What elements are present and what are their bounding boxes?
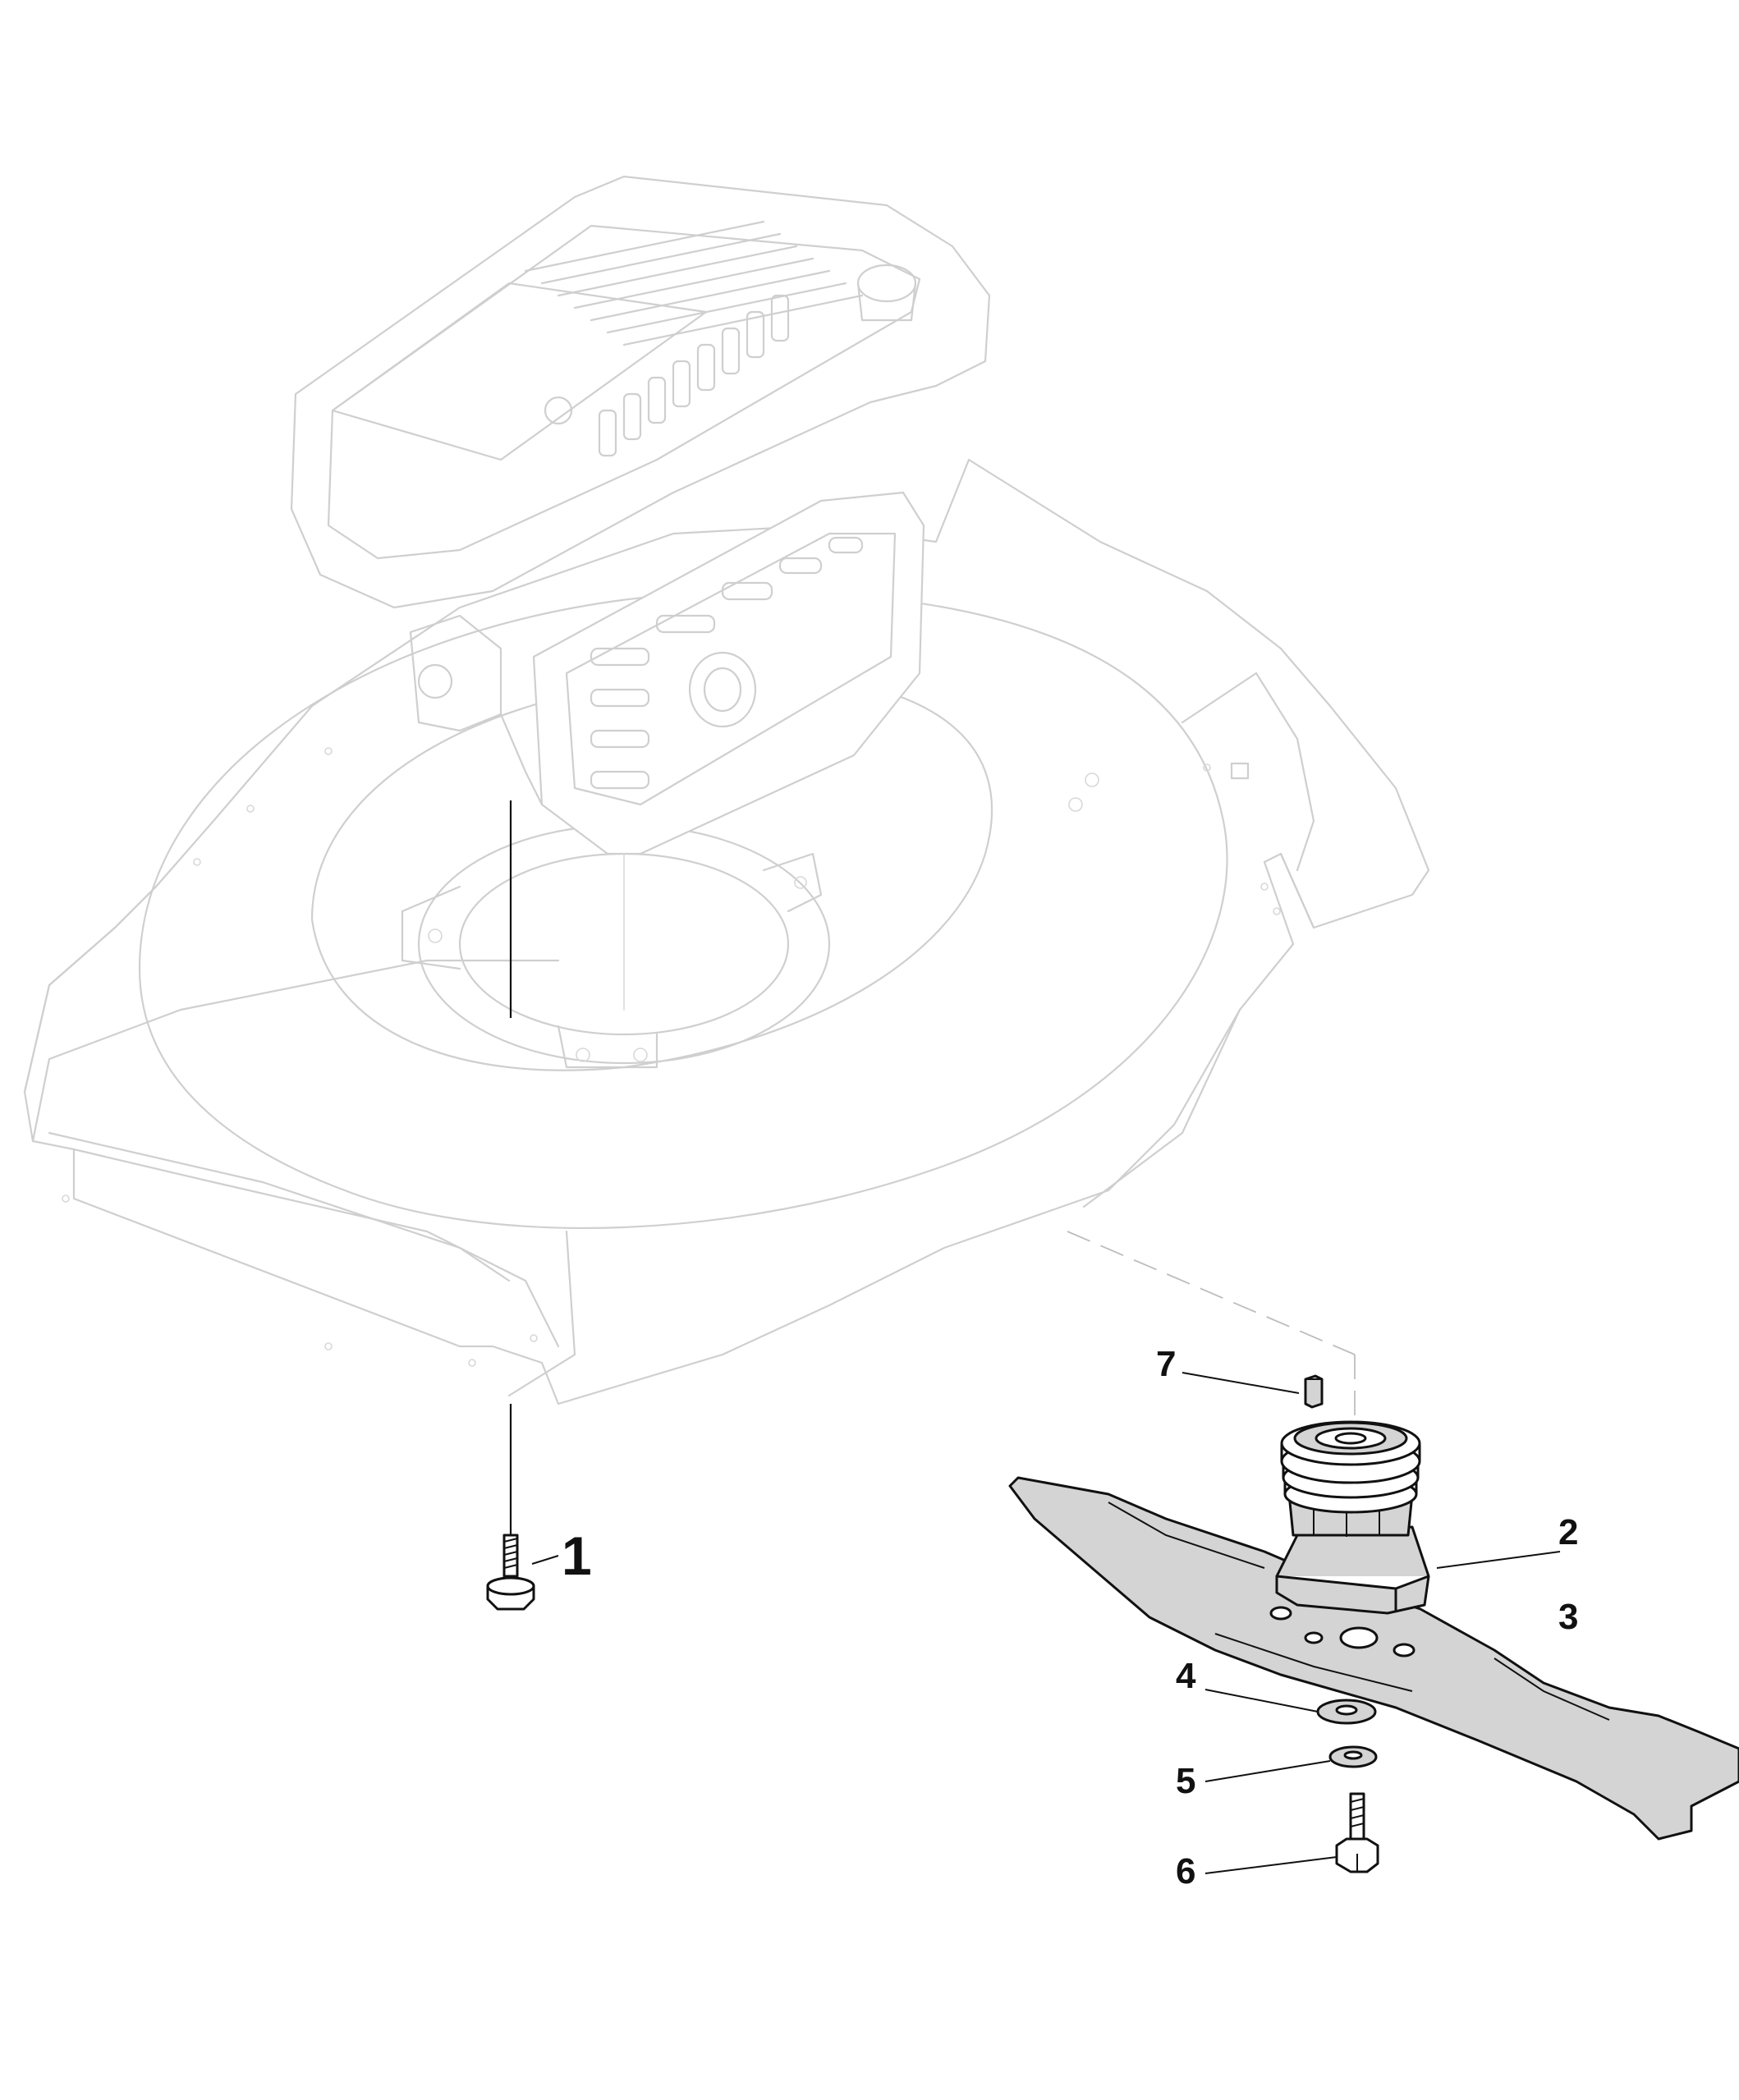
part-5-washer bbox=[1204, 1745, 1378, 1782]
engine-ghost bbox=[290, 175, 991, 1011]
callout-5: 5 bbox=[1176, 1761, 1196, 1801]
part-4-washer bbox=[1204, 1689, 1377, 1725]
callout-2: 2 bbox=[1558, 1512, 1579, 1552]
callout-4: 4 bbox=[1176, 1656, 1196, 1696]
mower-deck-ghost bbox=[23, 458, 1430, 1405]
part-6-bolt bbox=[1204, 1792, 1379, 1874]
part-2-blade-adapter bbox=[1275, 1420, 1561, 1615]
assembly-guide-lines bbox=[1067, 1231, 1356, 1420]
callout-6: 6 bbox=[1176, 1851, 1196, 1891]
callout-3: 3 bbox=[1558, 1597, 1579, 1637]
part-1-bolt bbox=[486, 800, 559, 1611]
callout-7: 7 bbox=[1156, 1344, 1177, 1384]
part-7-key bbox=[1182, 1372, 1324, 1409]
callout-1: 1 bbox=[562, 1525, 592, 1586]
